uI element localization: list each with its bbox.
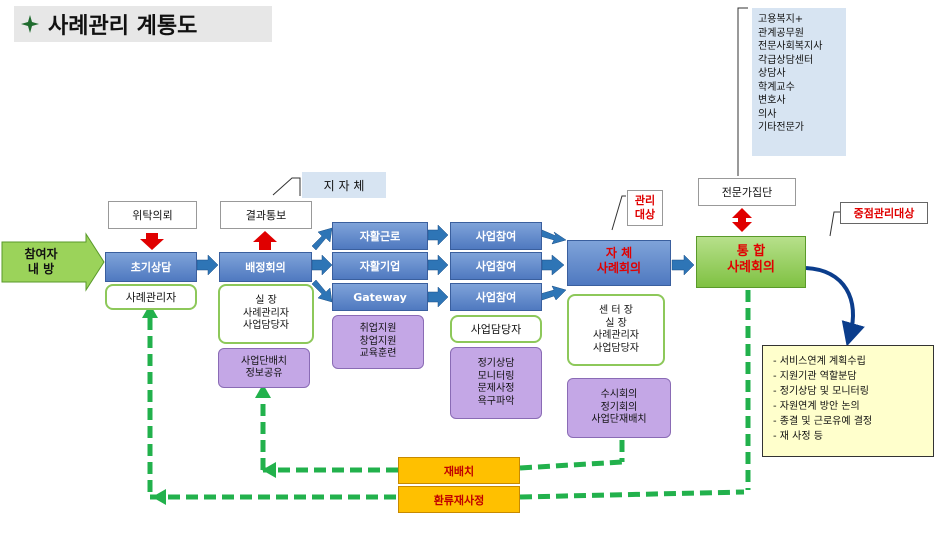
callout-jijache [272,177,301,196]
mgmt-target-label: 관리 대상 [627,190,663,226]
red-up-arrow [253,231,277,250]
arrow-gw-part3 [427,286,449,308]
dash-arrow-up-assign [255,384,271,398]
red-down-arrow [140,233,164,250]
outcomes-list: - 서비스연계 계획수립 - 지원기관 역할분담 - 정기상담 및 모니터링 -… [762,345,934,457]
integrated-meeting-line1: 통 합 [736,244,766,259]
arrow-assign-ent [311,254,333,276]
consign-box: 위탁의뢰 [108,201,197,229]
integrated-case-meeting-box: 통 합 사례회의 [696,236,806,288]
assign-purple-box: 사업단배치 정보공유 [218,348,310,388]
title-bar: 사례관리 계통도 [14,6,272,42]
gateway-box: Gateway [332,283,428,311]
self-case-meeting-box: 자 체 사례회의 [567,240,671,286]
reassign-box: 재배치 [398,457,520,484]
dash-right-bottom [519,489,745,500]
callout-intensive [829,211,840,237]
self-members-box: 센 터 장 실 장 사례관리자 사업담당자 [567,294,665,366]
dash-arrow-up-initial [142,304,158,318]
referral-label: 참여자 내 방 [24,247,58,276]
referral-arrow [1,232,105,292]
red-double-arrow [732,208,752,232]
rehab-enterprise-box: 자활기업 [332,252,428,280]
participation-box-1: 사업참여 [450,222,542,250]
arrow-part3-self [539,285,567,301]
arrow-self-int [671,254,695,276]
rehab-work-box: 자활근로 [332,222,428,250]
arrow-assign-work [311,227,333,251]
arrow-initial-assign [196,254,219,276]
case-manager-box: 사례관리자 [105,284,197,310]
arrow-work-part1 [427,224,449,246]
integrated-meeting-line2: 사례회의 [727,260,775,276]
callout-expert [737,7,748,176]
reassess-box: 환류재사정 [398,486,520,513]
participation-box-3: 사업참여 [450,283,542,311]
biz-activity-box: 정기상담 모니터링 문제사정 욕구파악 [450,347,542,419]
result-notice-box: 결과통보 [220,201,312,229]
expert-list: 고용복지+ 관계공무원 전문사회복지사 각급상담센터 상담사 학계교수 변호사 … [752,8,846,156]
arrow-part1-self [539,229,567,245]
dash-arrow-left-bottom [152,489,166,505]
assign-members-box: 실 장 사례관리자 사업담당자 [218,284,314,344]
arrow-ent-part2 [427,254,449,276]
arrow-part2-self [541,254,565,276]
arrow-assign-gateway [311,279,333,303]
expert-group-box: 전문가집단 [698,178,796,206]
participation-box-2: 사업참여 [450,252,542,280]
self-case-meeting-line1: 자 체 [605,246,633,260]
assign-meeting-box: 배정회의 [219,252,312,282]
self-meeting-types-box: 수시회의 정기회의 사업단재배치 [567,378,671,438]
star-icon [21,15,39,33]
callout-mgmt [611,195,626,231]
curve-arrow [805,266,865,347]
page-title: 사례관리 계통도 [48,14,198,39]
jijache-label: 지 자 체 [302,172,386,198]
initial-consult-box: 초기상담 [105,252,197,282]
dash-arrow-left-reassign [262,462,276,478]
dash-reassign-right [519,459,623,471]
self-case-meeting-line2: 사례회의 [596,261,642,275]
job-support-box: 취업지원 창업지원 교육훈련 [332,315,424,369]
intensive-mgmt-label: 중점관리대상 [840,202,928,224]
biz-manager-box: 사업담당자 [450,315,542,343]
